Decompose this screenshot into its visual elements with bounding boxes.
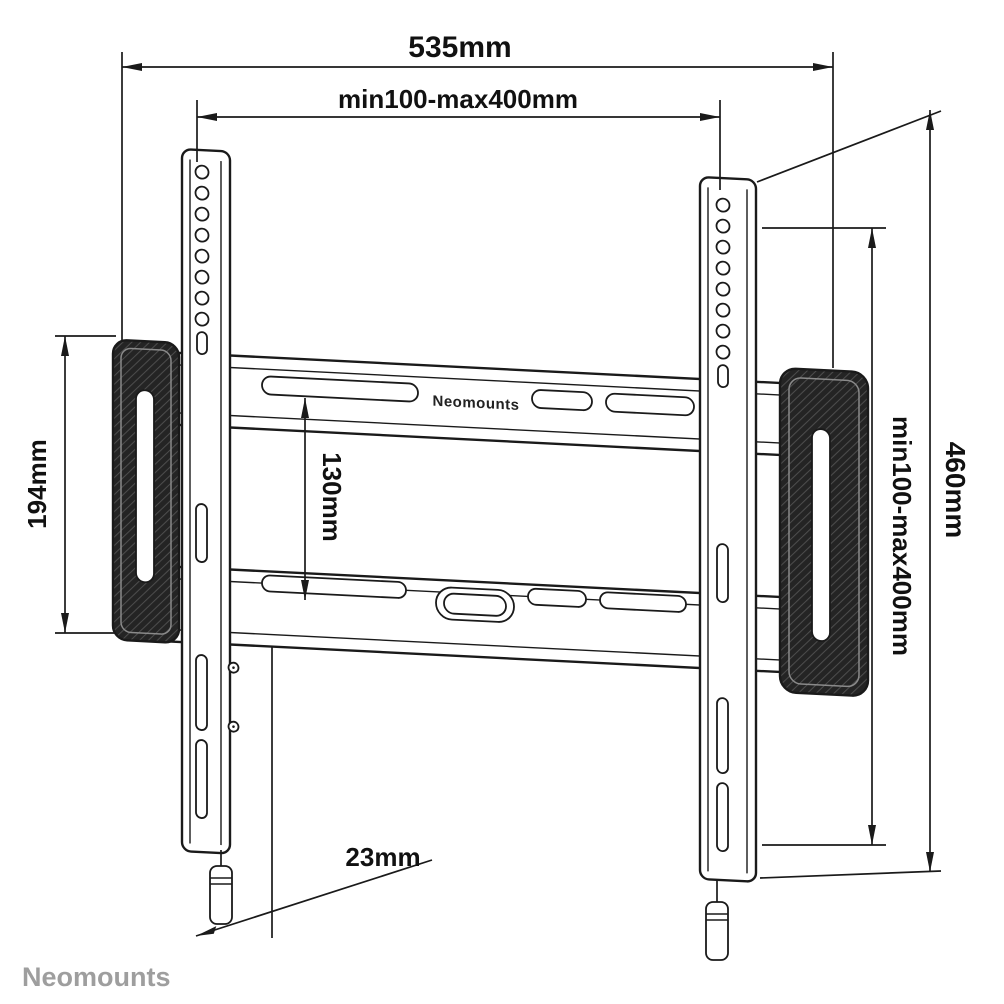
screw-hole [715,281,731,297]
right-end-cap [778,367,870,697]
top-rail-lower-fold [138,410,793,445]
left-tv-bracket [180,148,240,855]
screw-hole [715,260,731,276]
arrowhead-top [926,110,934,130]
right-bracket-holes [715,197,731,389]
bracket-assembly: Neomounts [111,148,870,883]
right-bracket-slot-low2 [716,782,729,853]
left-bracket-holes [194,164,210,356]
bottom-rail-lower-fold [138,627,793,662]
left-bracket-slot-low1 [195,654,208,731]
screw-hole [715,344,731,360]
screw-hole [194,164,210,180]
dimension-left-height: 194mm [22,335,116,634]
arrowhead-right [813,63,833,71]
ext-line-diagonal-top [756,110,942,183]
screw-hole [194,269,210,285]
top-rail-slot-left [261,375,419,403]
locking-slider-inner [443,592,507,617]
brand-watermark: Neomounts [22,962,171,992]
side-screw-dot [232,725,235,728]
screw-hole [715,218,731,234]
arrowhead-left [197,113,217,121]
right-bracket-slot-mid [716,543,729,604]
left-bracket-body [180,148,232,855]
dim-total-height-label: 460mm [940,442,971,539]
dimension-hook-gap: 130mm [301,398,347,600]
screw-hole [715,239,731,255]
right-tv-bracket [698,176,758,883]
dim-left-height-label: 194mm [22,439,52,529]
arrowhead-bottom [926,852,934,872]
top-rail-slot-right [605,392,695,417]
bottom-rail-slot-right [599,591,687,613]
dim-hook-gap-label: 130mm [317,452,347,542]
right-pull-strap [705,880,729,961]
left-pull-strap [209,850,233,925]
screw-hole [715,323,731,339]
dimension-vesa-width: min100-max400mm [196,84,721,190]
dim-depth-label: 23mm [345,842,420,872]
top-rail-upper-fold [138,362,793,397]
bottom-wall-rail [136,563,795,674]
left-cap-slot [135,389,155,584]
screw-hole [194,311,210,327]
screw-hole [194,227,210,243]
ext-line-diagonal-bottom [759,870,942,879]
bottom-rail-slot-mid [527,587,587,608]
left-strap-handle [209,865,233,925]
arrowhead-bottom [301,580,309,600]
arrowhead-top [868,228,876,248]
right-cap-slot [811,428,831,642]
arrowhead-right [700,113,720,121]
top-wall-rail: Neomounts [136,349,795,457]
screw-hole [194,248,210,264]
arrowhead-top [301,398,309,418]
dimension-depth: 23mm [195,647,433,938]
screw-hole [715,302,731,318]
dim-vesa-width-label: min100-max400mm [338,84,578,114]
dimension-total-height: 460mm [756,110,971,879]
arrowhead-bottom [61,613,69,633]
left-cap-rim [120,347,172,635]
right-bracket-slot-low1 [716,697,729,775]
left-bracket-slot-low2 [195,739,208,819]
leader-line [195,859,433,937]
screw-hole [715,197,731,213]
screw-hole [194,185,210,201]
arrowhead [196,926,217,936]
dim-total-width-label: 535mm [408,31,511,64]
bottom-rail-slot-left [261,574,407,599]
screw-hole [194,206,210,222]
dimension-total-width: 535mm [121,31,834,368]
side-screw-dot [232,666,235,669]
right-bracket-body [698,176,758,883]
dim-vesa-height-label: min100-max400mm [887,416,917,656]
left-bracket-slot-mid [195,503,208,563]
left-end-cap [111,339,181,644]
right-strap-handle [705,901,729,961]
hole-pill [196,331,208,356]
arrowhead-bottom [868,825,876,845]
dimension-vesa-height: min100-max400mm [762,227,917,846]
top-rail-slot-mid [531,389,593,412]
brand-logo: Neomounts [433,393,520,414]
arrowhead-top [61,336,69,356]
screw-hole [194,290,210,306]
left-bracket-side-screws [227,661,240,733]
hole-pill [717,364,729,389]
right-cap-rim [788,377,860,688]
arrowhead-left [122,63,142,71]
